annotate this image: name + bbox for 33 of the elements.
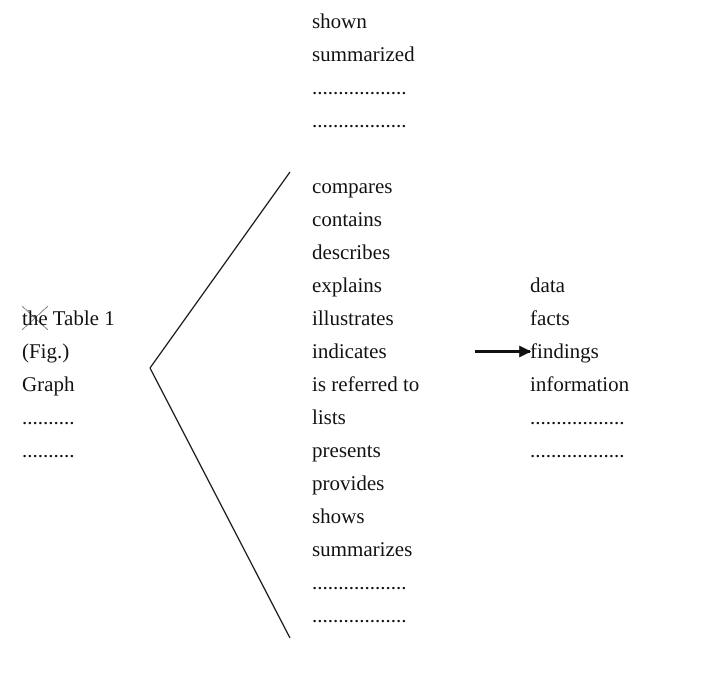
list-word: describes — [312, 240, 390, 264]
list-word: information — [530, 372, 630, 396]
list-word: .......... — [22, 438, 74, 462]
list-word: shown — [312, 9, 367, 33]
list-word: summarizes — [312, 537, 412, 561]
list-word: indicates — [312, 339, 387, 363]
list-word: compares — [312, 174, 392, 198]
list-word: lists — [312, 405, 346, 429]
list-word: .................. — [312, 75, 406, 99]
list-word: .................. — [530, 405, 624, 429]
list-word: .................. — [312, 108, 406, 132]
list-word: illustrates — [312, 306, 394, 330]
arrow — [475, 346, 532, 358]
list-word: facts — [530, 306, 570, 330]
list-word: provides — [312, 471, 384, 495]
list-word: Graph — [22, 372, 74, 396]
crossed-out-word: the — [22, 306, 48, 330]
list-word: .................. — [312, 570, 406, 594]
list-word: summarized — [312, 42, 415, 66]
list-word: (Fig.) — [22, 339, 70, 363]
list-word: .......... — [22, 405, 74, 429]
bracket-line — [149, 172, 291, 368]
list-word: explains — [312, 273, 382, 297]
list-word: findings — [530, 339, 599, 363]
list-word: is referred to — [312, 372, 420, 396]
list-word: data — [530, 273, 565, 297]
list-word: shows — [312, 504, 365, 528]
list-word: Table 1 — [52, 306, 115, 330]
list-word: contains — [312, 207, 382, 231]
bracket-line — [149, 368, 291, 638]
list-word: .................. — [312, 603, 406, 627]
list-word: .................. — [530, 438, 624, 462]
list-word: presents — [312, 438, 381, 462]
